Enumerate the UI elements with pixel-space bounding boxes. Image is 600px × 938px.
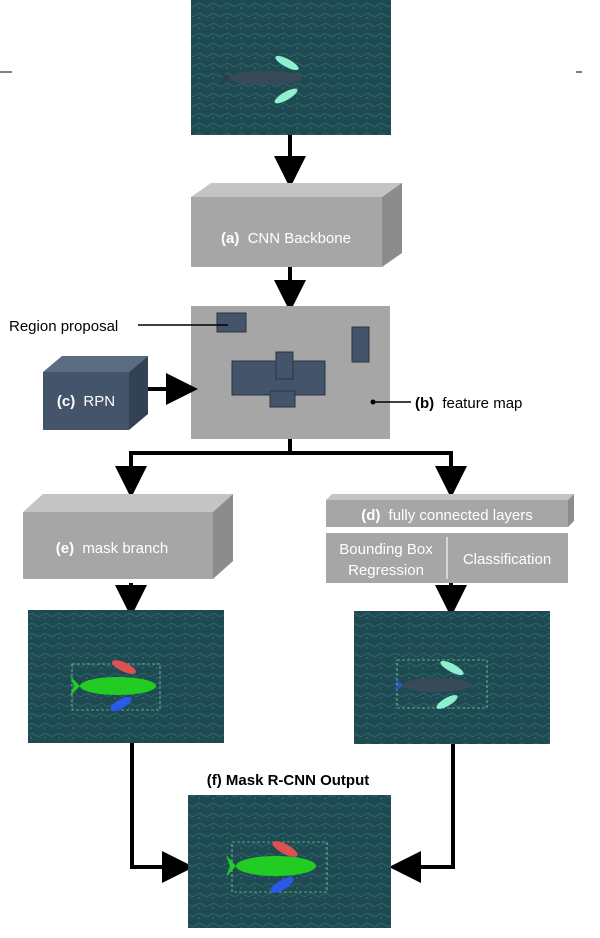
output-image bbox=[188, 795, 391, 928]
rpn-letter: (c) bbox=[57, 393, 75, 410]
proposal-box-bottom bbox=[269, 390, 296, 408]
input-image bbox=[191, 0, 391, 135]
region-proposal-box bbox=[216, 312, 247, 333]
mask-branch-block: (e) mask branch bbox=[23, 494, 233, 579]
fc-letter: (d) bbox=[361, 507, 380, 524]
output-title: (f) Mask R-CNN Output bbox=[207, 772, 369, 789]
fc-label: fully connected layers bbox=[389, 507, 533, 524]
mask-branch-label: mask branch bbox=[82, 540, 168, 557]
bbox-regression-line2: Regression bbox=[348, 562, 424, 579]
rpn-label: RPN bbox=[83, 393, 115, 410]
heads-block: Bounding Box Regression Classification bbox=[326, 533, 568, 583]
svg-text:(c) RPN: (c) RPN bbox=[57, 393, 115, 410]
classification-label: Classification bbox=[463, 551, 551, 568]
svg-text:(b) feature map: (b) feature map bbox=[415, 395, 522, 412]
feature-map-label: feature map bbox=[442, 395, 522, 412]
bbox-regression-line1: Bounding Box bbox=[339, 541, 433, 558]
svg-text:(e) mask branch: (e) mask branch bbox=[56, 540, 168, 557]
svg-text:(d) fully connected laye: (d) fully connected layers bbox=[361, 507, 533, 524]
backbone-label: CNN Backbone bbox=[248, 230, 351, 247]
feature-map-block bbox=[191, 306, 390, 439]
feature-map-letter: (b) bbox=[415, 395, 434, 412]
arrow-mask-to-output bbox=[130, 743, 194, 883]
bbox-result-image bbox=[354, 611, 550, 744]
proposal-box-top bbox=[275, 351, 294, 380]
proposal-box-right bbox=[351, 326, 370, 363]
mask-result-image bbox=[28, 610, 224, 743]
region-proposal-label: Region proposal bbox=[9, 318, 118, 335]
arrow-bbox-to-output bbox=[389, 744, 455, 883]
svg-text:(a) CNN Backbone: (a) CNN Backbone bbox=[221, 230, 351, 247]
backbone-block: (a) CNN Backbone bbox=[191, 183, 402, 267]
fc-layers-block: (d) fully connected layers bbox=[326, 494, 574, 527]
mask-branch-letter: (e) bbox=[56, 540, 74, 557]
backbone-letter: (a) bbox=[221, 230, 239, 247]
rpn-block: (c) RPN bbox=[43, 356, 148, 430]
